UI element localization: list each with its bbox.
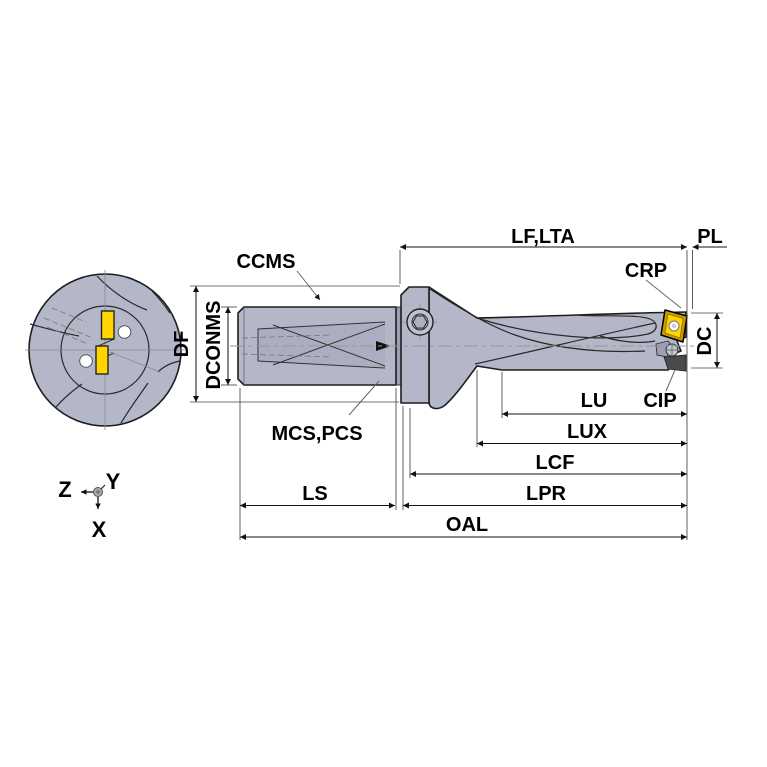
flute-curve [157,360,181,373]
flute-spiral-line [599,335,656,343]
label-lux: LUX [567,421,608,443]
hidden-hatch-line [43,317,91,338]
bore-cross-line [272,323,386,366]
axis-origin-center [96,490,100,494]
label-ccms: CCMS [237,251,296,273]
flute-curve [151,290,171,314]
mcs-pcs-leader [348,380,380,416]
y-axis-label: Y [106,469,121,494]
label-lcf: LCF [536,452,575,474]
leader-lines [296,270,682,416]
label-pl: PL [697,226,723,248]
bore-fill [258,322,385,368]
bore-cross-line [272,324,386,367]
set-screw [402,304,438,340]
label-lpr: LPR [526,483,567,505]
crp-leader [645,279,682,309]
label-mcs-pcs: MCS,PCS [271,423,362,445]
label-df: DF [171,331,193,358]
label-oal: OAL [446,514,488,536]
label-lf-lta: LF,LTA [511,226,575,248]
flute-curve [96,275,148,311]
x-axis-label: X [92,517,107,542]
axis-triad: Z Y X [58,469,120,542]
front-screw-hole [79,354,93,368]
label-dconms: DCONMS [203,301,225,390]
flute-curve [29,323,80,337]
tip-insert-hole-center [671,323,677,329]
screw-inner-circle [411,313,429,331]
bore-hidden-line [241,353,333,358]
cutting-edge-line [109,351,161,373]
y-axis-tick [100,484,106,490]
z-axis-label: Z [58,477,71,502]
cip-leader [665,369,676,392]
ccms-leader [296,270,321,301]
flute-spiral-line [476,314,657,339]
side-view [230,286,698,410]
front-view [25,270,185,430]
label-crp: CRP [625,260,667,282]
front-insert-upper [100,310,115,340]
front-insert-lower [95,345,109,375]
label-ls: LS [302,483,328,505]
tip-lower-insert [663,354,687,372]
bore-outline [257,321,386,369]
flute-curve [55,383,83,408]
bore-taper-arrowhead [376,341,391,351]
label-lu: LU [581,390,608,412]
front-screw-hole [117,325,132,339]
screw-hex-socket [412,315,428,329]
flange-outline [400,286,430,404]
dimension-lines [193,244,727,540]
label-dc: DC [694,327,716,356]
flute-curve [120,382,149,424]
bore-hidden-line [241,334,333,339]
dimension-labels: CCMS DF DCONMS MCS,PCS LF,LTA PL CRP DC … [171,226,723,536]
flute-spiral-line [474,322,656,365]
hidden-hatch-line [51,307,87,323]
flute-spiral-line [429,288,646,353]
hidden-hatch-line [46,326,89,345]
label-cip: CIP [643,390,676,412]
extension-lines [190,250,723,540]
